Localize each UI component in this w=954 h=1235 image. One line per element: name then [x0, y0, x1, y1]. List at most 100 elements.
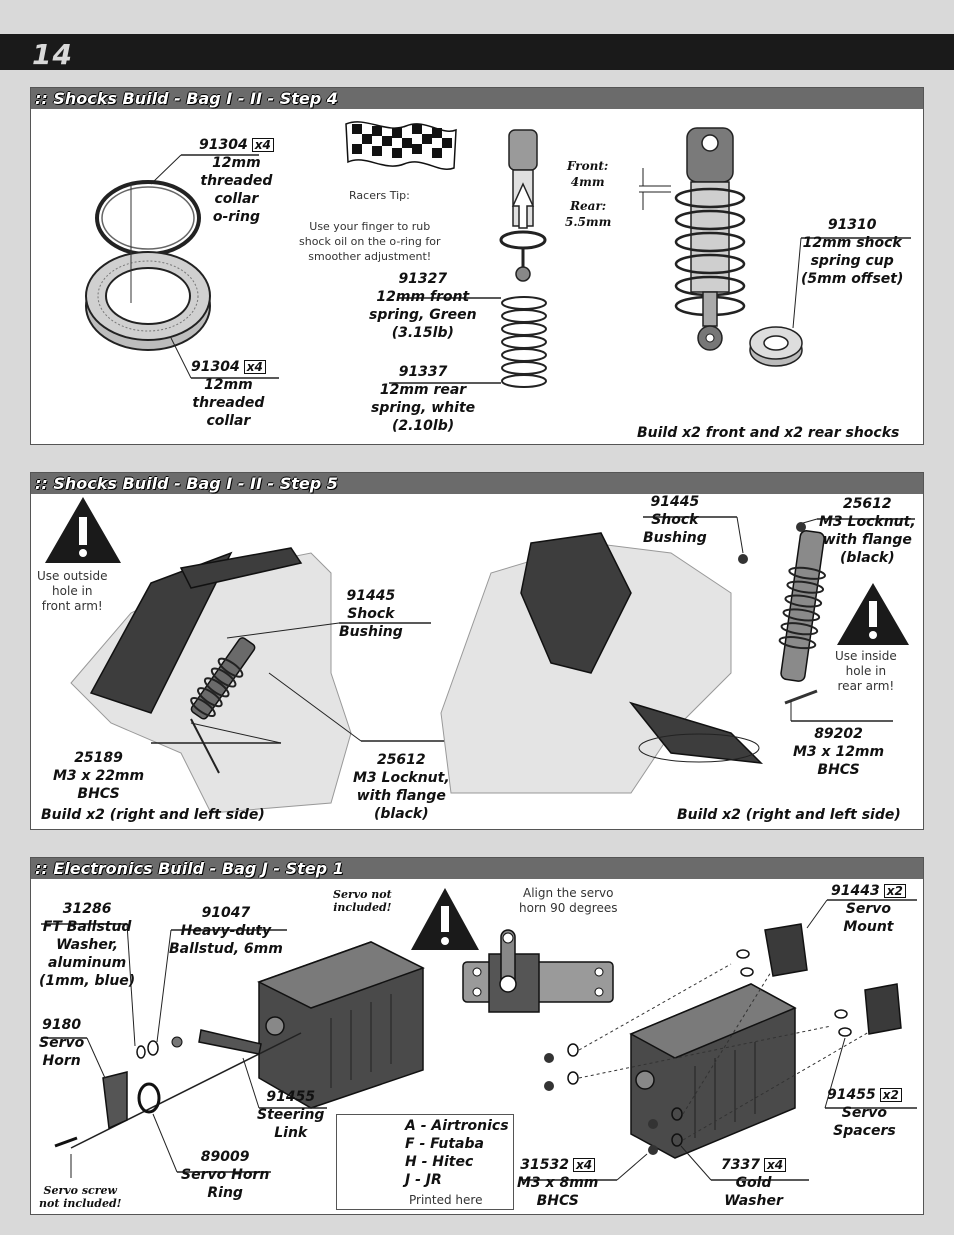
label-line: FT Ballstud: [42, 919, 132, 935]
part-number: 91455: [827, 1087, 876, 1103]
bhcs-22-label: 25189 M3 x 22mm BHCS: [53, 749, 144, 803]
label-line: Ballstud, 6mm: [169, 941, 283, 957]
label-line: Link: [274, 1125, 308, 1141]
panel-title: :: Electronics Build - Bag J - Step 1: [35, 859, 344, 878]
label-line: Mount: [843, 919, 894, 935]
legend-item: J - JR: [405, 1172, 442, 1188]
label-line: 12mm: [212, 155, 261, 171]
align-horn-note: Align the servo horn 90 degrees: [519, 886, 617, 916]
part-number: 91445: [650, 494, 700, 510]
legend-list: A - Airtronics F - Futaba H - Hitec J - …: [405, 1117, 509, 1189]
step4-footer: Build x2 front and x2 rear shocks: [637, 425, 900, 441]
panel-step4: :: Shocks Build - Bag I - II - Step 4: [30, 87, 924, 445]
part-number: 91304: [191, 359, 240, 375]
label-line: BHCS: [536, 1193, 579, 1209]
label-line: M3 x 12mm: [793, 744, 885, 760]
label-line: 12mm rear: [379, 382, 467, 398]
part-number: 25189: [74, 750, 123, 766]
step5-footer-right: Build x2 (right and left side): [677, 807, 901, 823]
part-number: 91445: [346, 588, 396, 604]
label-line: spring, Green: [369, 307, 477, 323]
gap-name: Front:: [567, 159, 609, 173]
panel-title: :: Shocks Build - Bag I - II - Step 4: [35, 89, 338, 108]
quantity-badge: x4: [763, 1158, 787, 1172]
part-number: 7337: [721, 1157, 760, 1173]
note-line: Align the servo: [523, 886, 614, 900]
part-number: 91337: [398, 364, 448, 380]
label-line: M3 x 22mm: [53, 768, 145, 784]
step5-illustration: [45, 497, 915, 814]
locknut-right-label: 25612 M3 Locknut, with flange (black): [819, 495, 916, 567]
warning-line: rear arm!: [837, 679, 895, 693]
part-number: 91310: [827, 217, 877, 233]
note-line: horn 90 degrees: [519, 901, 618, 915]
racers-tip-title: Racers Tip:: [349, 189, 410, 202]
label-line: 12mm: [204, 377, 253, 393]
label-line: with flange: [356, 788, 446, 804]
label-line: Servo: [39, 1035, 85, 1051]
panel-header: :: Shocks Build - Bag I - II - Step 5: [31, 473, 923, 494]
rear-spring-label: 91337 12mm rear spring, white (2.10lb): [371, 363, 475, 435]
label-line: Washer,: [56, 937, 119, 953]
legend-item: F - Futaba: [405, 1136, 484, 1152]
part-number: 89202: [814, 726, 863, 742]
label-line: with flange: [822, 532, 912, 548]
label-line: (1mm, blue): [39, 973, 136, 989]
label-line: BHCS: [77, 786, 120, 802]
label-line: Steering: [257, 1107, 325, 1123]
quantity-badge: x4: [573, 1158, 596, 1172]
label-line: Servo Horn: [181, 1167, 270, 1183]
step4-illustration: [85, 121, 911, 388]
quantity-badge: x2: [883, 884, 906, 898]
label-line: Servo: [841, 1105, 888, 1121]
label-line: threaded: [200, 173, 273, 189]
label-line: Gold: [735, 1175, 772, 1191]
part-number: 25612: [376, 752, 426, 768]
bhcs-12-label: 89202 M3 x 12mm BHCS: [793, 725, 884, 779]
step5-footer-left: Build x2 (right and left side): [41, 807, 265, 823]
quantity-badge: x2: [879, 1088, 902, 1102]
label-line: M3 Locknut,: [353, 770, 450, 786]
servo-not-included-note: Servo not included!: [333, 888, 392, 914]
gap-value: 4mm: [570, 175, 605, 189]
label-line: M3 Locknut,: [819, 514, 916, 530]
label-line: Shock: [347, 606, 395, 622]
part-number: 91304: [199, 137, 248, 153]
ballstud-label: 91047 Heavy-duty Ballstud, 6mm: [169, 904, 283, 958]
panel-header: :: Shocks Build - Bag I - II - Step 4: [31, 88, 923, 109]
label-line: o-ring: [212, 209, 260, 225]
part-number: 91455: [266, 1089, 316, 1105]
note-line: not included!: [39, 1197, 122, 1210]
gap-name: Rear:: [570, 199, 607, 213]
part-number: 25612: [842, 496, 892, 512]
panel-electronics: :: Electronics Build - Bag J - Step 1: [30, 857, 924, 1215]
screw-not-included-note: Servo screw not included!: [39, 1184, 122, 1210]
label-line: (black): [839, 550, 895, 566]
label-line: Shock: [651, 512, 699, 528]
label-line: (2.10lb): [391, 418, 455, 434]
manufacturer-legend: A - Airtronics F - Futaba H - Hitec J - …: [336, 1114, 514, 1210]
panel-title: :: Shocks Build - Bag I - II - Step 5: [35, 474, 338, 493]
warning-line: hole in: [52, 584, 93, 598]
warning-line: Use inside: [835, 649, 897, 663]
part-number: 31532: [520, 1157, 569, 1173]
label-line: Bushing: [339, 624, 403, 640]
note-line: included!: [333, 901, 392, 914]
electronics-illustration: [41, 888, 917, 1195]
tip-line: smoother adjustment!: [308, 250, 432, 263]
page-number: 14: [32, 38, 73, 71]
racers-tip-text: Use your finger to rub shock oil on the …: [299, 219, 441, 264]
note-line: Servo screw: [43, 1184, 117, 1197]
ballstud-washer-label: 31286 FT Ballstud Washer, aluminum (1mm,…: [39, 900, 135, 990]
part-number: 31286: [62, 901, 112, 917]
label-line: collar: [206, 413, 251, 429]
quantity-badge: x4: [251, 138, 274, 152]
label-line: Servo: [845, 901, 892, 917]
spring-cup-label: 91310 12mm shock spring cup (5mm offset): [801, 216, 903, 288]
label-line: collar: [214, 191, 259, 207]
